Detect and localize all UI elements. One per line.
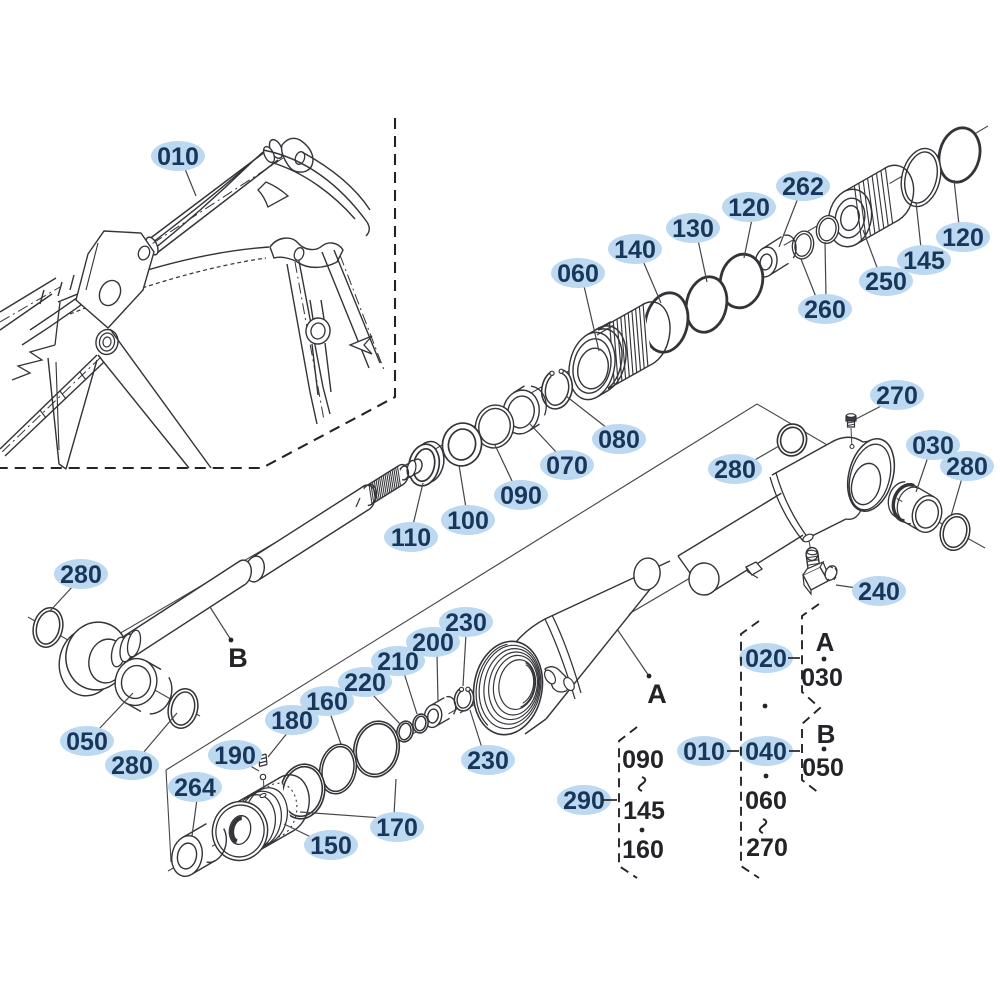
svg-text:160: 160 [306, 688, 348, 716]
svg-text:060: 060 [557, 260, 599, 288]
svg-text:030: 030 [801, 664, 843, 692]
svg-text:240: 240 [858, 578, 900, 606]
svg-text:220: 220 [344, 669, 386, 697]
svg-text:B: B [228, 643, 248, 673]
svg-text:060: 060 [745, 787, 787, 815]
svg-text:145: 145 [903, 247, 945, 275]
svg-text:230: 230 [445, 609, 487, 637]
svg-text:145: 145 [623, 797, 665, 825]
svg-text:280: 280 [714, 456, 756, 484]
svg-text:120: 120 [728, 194, 770, 222]
svg-text:050: 050 [66, 728, 108, 756]
svg-text:210: 210 [377, 648, 419, 676]
svg-text:A: A [647, 679, 667, 709]
svg-text:280: 280 [946, 453, 988, 481]
svg-text:280: 280 [60, 561, 102, 589]
svg-text:070: 070 [546, 452, 588, 480]
svg-text:B: B [817, 719, 836, 749]
svg-text:270: 270 [746, 834, 788, 862]
svg-text:200: 200 [412, 629, 454, 657]
svg-text:050: 050 [802, 754, 844, 782]
svg-text:150: 150 [310, 832, 352, 860]
svg-text:010: 010 [683, 738, 725, 766]
svg-text:090: 090 [500, 482, 542, 510]
svg-text:040: 040 [745, 738, 787, 766]
svg-text:264: 264 [174, 774, 216, 802]
svg-text:030: 030 [912, 432, 954, 460]
svg-text:262: 262 [782, 173, 824, 201]
svg-text:160: 160 [622, 836, 664, 864]
svg-text:110: 110 [391, 524, 431, 552]
svg-text:270: 270 [876, 382, 918, 410]
svg-text:120: 120 [942, 224, 984, 252]
svg-text:080: 080 [598, 426, 640, 454]
svg-text:250: 250 [865, 268, 907, 296]
svg-text:170: 170 [376, 814, 418, 842]
svg-text:260: 260 [804, 296, 846, 324]
svg-text:A: A [816, 627, 835, 657]
svg-text:290: 290 [563, 787, 605, 815]
svg-text:010: 010 [157, 143, 199, 171]
svg-text:280: 280 [111, 752, 153, 780]
svg-text:230: 230 [467, 747, 509, 775]
svg-text:100: 100 [447, 507, 489, 535]
svg-text:190: 190 [214, 742, 256, 770]
svg-text:090: 090 [622, 746, 664, 774]
svg-text:130: 130 [672, 215, 714, 243]
svg-text:180: 180 [271, 707, 313, 735]
svg-text:140: 140 [614, 236, 656, 264]
svg-text:020: 020 [745, 645, 787, 673]
